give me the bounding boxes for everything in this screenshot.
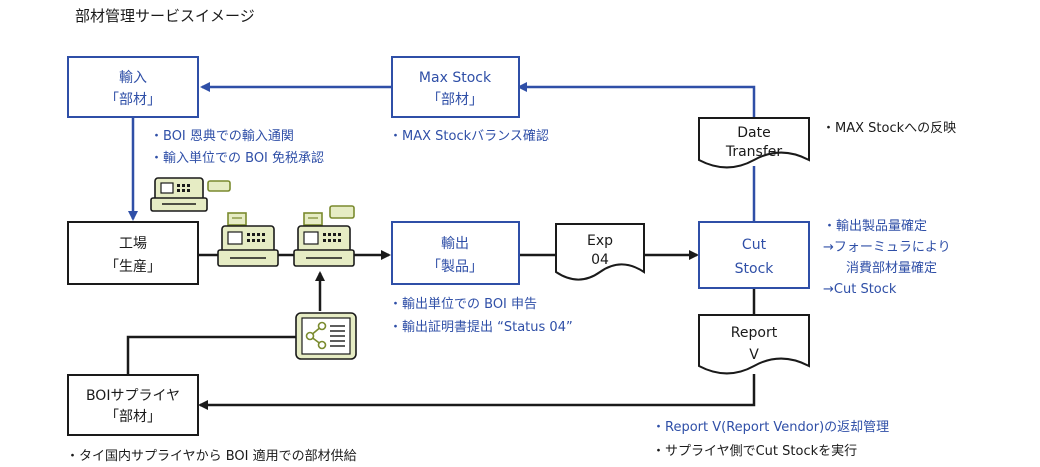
import-notes: ・BOI 恩典での輸入通関 ・輸入単位での BOI 免税承認 [150,129,324,166]
register-icon [293,205,355,267]
date-transfer-notes: ・MAX Stockへの反映 [822,121,956,136]
boi-supplier-box: BOIサプライヤ 「部材」 [67,374,199,436]
note-line: ・輸出単位での BOI 申告 [389,296,537,312]
register-icon [150,177,231,212]
max-stock-box-title: Max Stock [419,70,492,86]
note-line: ・輸出証明書提出 “Status 04” [389,319,573,335]
note-line: →Cut Stock [823,282,897,297]
date-transfer-line1: Date [737,125,770,141]
boi-supplier-box-subtitle: 「部材」 [105,409,161,425]
import-box-title: 輸入 [119,70,147,86]
note-line: ・サプライヤ側でCut Stockを実行 [652,443,857,459]
exp04-line1: Exp [587,233,613,249]
tablet-share-icon [295,312,357,360]
boi-supplier-box-title: BOIサプライヤ [86,388,180,404]
note-line: ・BOI 恩典での輸入通関 [150,129,294,144]
cut-stock-notes: ・輸出製品量確定 →フォーミュラにより 消費部材量確定 →Cut Stock [823,218,951,297]
date-transfer-document: Date Transfer [698,117,810,169]
max-stock-box-subtitle: 「部材」 [427,92,483,108]
max-stock-notes: ・MAX Stockバランス確認 [389,128,549,144]
note-line: ・タイ国内サプライヤから BOI 適用での部材供給 [66,448,357,464]
note-line: ・Report V(Report Vendor)の返却管理 [652,420,889,435]
exp04-line2: 04 [591,252,609,268]
cut-stock-box-title: Cut [742,237,767,253]
arrow-date-to-maxstock [517,82,756,118]
note-line: ・MAX Stockへの反映 [822,121,956,136]
note-line: ・MAX Stockバランス確認 [389,128,549,144]
report-notes: ・Report V(Report Vendor)の返却管理 ・サプライヤ側でCu… [652,420,889,459]
export-box-subtitle: 「製品」 [427,259,483,275]
report-v-document: Report V [698,314,810,375]
cut-stock-box: Cut Stock [698,221,810,289]
supplier-notes: ・タイ国内サプライヤから BOI 適用での部材供給 [66,448,357,464]
export-notes: ・輸出単位での BOI 申告 ・輸出証明書提出 “Status 04” [389,296,573,335]
exp04-document: Exp 04 [555,223,645,281]
note-line: →フォーミュラにより [823,240,951,255]
export-box-title: 輸出 [441,236,469,252]
arrow-report-to-supplier [198,374,756,410]
report-v-line1: Report [731,325,778,341]
import-box: 輸入 「部材」 [67,56,199,118]
connector-supplier-to-tablet [126,335,296,375]
date-transfer-line2: Transfer [725,144,783,160]
export-box: 輸出 「製品」 [391,221,520,285]
register-icon [217,212,279,267]
note-line: ・輸入単位での BOI 免税承認 [150,150,324,166]
note-line: ・輸出製品量確定 [823,218,927,234]
factory-box-subtitle: 「生産」 [105,259,161,275]
cut-stock-box-subtitle: Stock [735,261,775,277]
import-box-subtitle: 「部材」 [105,92,161,108]
page-title: 部材管理サービスイメージ [75,7,255,25]
factory-box-title: 工場 [119,236,147,252]
max-stock-box: Max Stock 「部材」 [391,56,520,118]
factory-box: 工場 「生産」 [67,221,199,285]
report-v-line2: V [749,347,759,363]
note-line: 消費部材量確定 [846,260,937,276]
